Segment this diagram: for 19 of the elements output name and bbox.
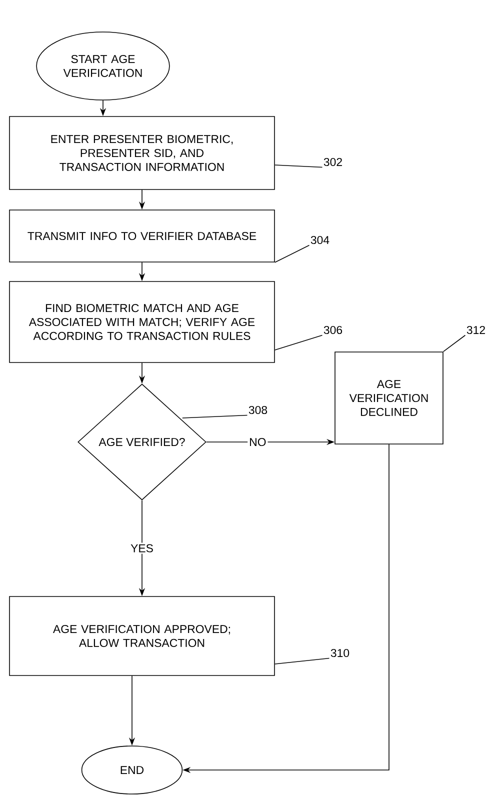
edge-label: YES [129, 542, 155, 554]
leader-line [274, 334, 323, 350]
leader-line [443, 334, 466, 352]
edge-label: NO [248, 436, 268, 448]
leader-line [182, 414, 248, 418]
reference-number: 304 [310, 236, 330, 244]
reference-number: 302 [324, 158, 342, 166]
process-box: AGE VERIFICATION DECLINED [334, 352, 444, 444]
process-box: AGE VERIFICATION APPROVED; ALLOW TRANSACTION [9, 596, 275, 676]
leader-line [274, 164, 323, 168]
reference-number: 312 [466, 326, 485, 334]
reference-number: 310 [330, 648, 350, 658]
reference-number: 308 [248, 406, 268, 414]
process-box: FIND BIOMETRIC MATCH AND AGE ASSOCIATED WITH MATCH; VERIFY AGE ACCORDING TO TRANSACTION RULES [9, 281, 275, 363]
leader-line [274, 658, 330, 664]
process-box: ENTER PRESENTER BIOMETRIC, PRESENTER SID, AND TRANSACTION INFORMATION [9, 116, 275, 190]
process-box: TRANSMIT INFO TO VERIFIER DATABASE [9, 210, 275, 262]
reference-number: 306 [324, 326, 342, 334]
leader-line [274, 244, 310, 263]
